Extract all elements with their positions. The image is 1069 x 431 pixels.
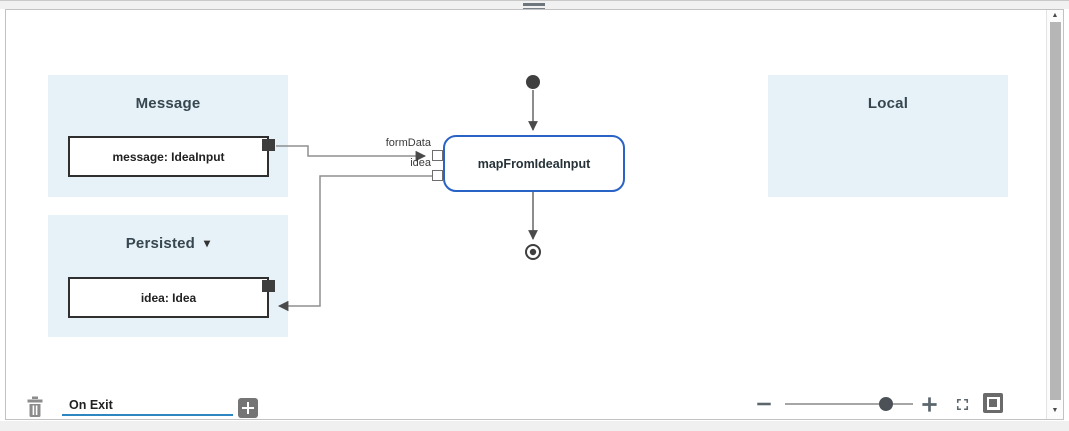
port-label-formdata: formData: [385, 137, 431, 149]
output-connector[interactable]: [262, 280, 275, 292]
plus-icon: [921, 396, 937, 412]
connection-idea-to-variable[interactable]: [277, 175, 433, 312]
zoom-out-button[interactable]: [752, 392, 776, 416]
variable-label: message: IdeaInput: [112, 149, 225, 164]
variable-label: idea: Idea: [140, 290, 197, 305]
fit-view-icon: [986, 396, 1000, 410]
horizontal-scrollbar[interactable]: [0, 421, 1069, 431]
fullscreen-button[interactable]: [950, 392, 974, 416]
add-button[interactable]: [238, 398, 258, 418]
scrollbar-thumb[interactable]: [1050, 22, 1061, 400]
scrollbar-down-icon[interactable]: ▼: [1051, 407, 1059, 414]
connection-message-to-formdata[interactable]: [276, 145, 427, 162]
variable-message-ideainput[interactable]: message: IdeaInput: [68, 136, 275, 177]
zoom-slider-thumb[interactable]: [879, 397, 893, 411]
scrollbar-up-icon[interactable]: ▲: [1051, 12, 1059, 19]
port-formdata[interactable]: [432, 150, 443, 161]
panel-local-title: Local: [867, 95, 909, 112]
trash-icon[interactable]: [25, 396, 47, 418]
mapping-canvas[interactable]: Message Persisted▾ Local message: Idea: [6, 10, 1063, 419]
event-name-input[interactable]: [62, 396, 233, 414]
port-label-idea: idea: [410, 157, 431, 169]
input-underline: [62, 414, 233, 416]
node-label: mapFromIdeaInput: [477, 156, 591, 171]
top-resize-strip: [0, 0, 1069, 11]
panel-persisted-title: Persisted▾: [125, 235, 211, 252]
chevron-down-icon[interactable]: ▾: [204, 236, 211, 250]
panel-local: Local: [768, 75, 1008, 197]
fullscreen-icon: [956, 398, 968, 410]
vertical-scrollbar[interactable]: ▲ ▼: [1046, 10, 1063, 419]
fit-view-button[interactable]: [983, 393, 1003, 413]
output-connector[interactable]: [262, 139, 275, 151]
panel-persisted: Persisted▾: [48, 215, 288, 337]
zoom-slider-track[interactable]: [785, 403, 913, 405]
zoom-slider[interactable]: [785, 392, 913, 416]
minus-icon: [757, 402, 771, 406]
start-node[interactable]: [526, 75, 540, 89]
panel-message-title: Message: [135, 95, 201, 112]
data-mapper-panel: Message Persisted▾ Local message: Idea: [5, 9, 1064, 420]
variable-idea-idea[interactable]: idea: Idea: [68, 277, 275, 318]
port-idea[interactable]: [432, 170, 443, 181]
zoom-in-button[interactable]: [917, 392, 941, 416]
node-mapfromideainput[interactable]: mapFromIdeaInput: [443, 135, 625, 192]
end-node[interactable]: [525, 244, 541, 260]
